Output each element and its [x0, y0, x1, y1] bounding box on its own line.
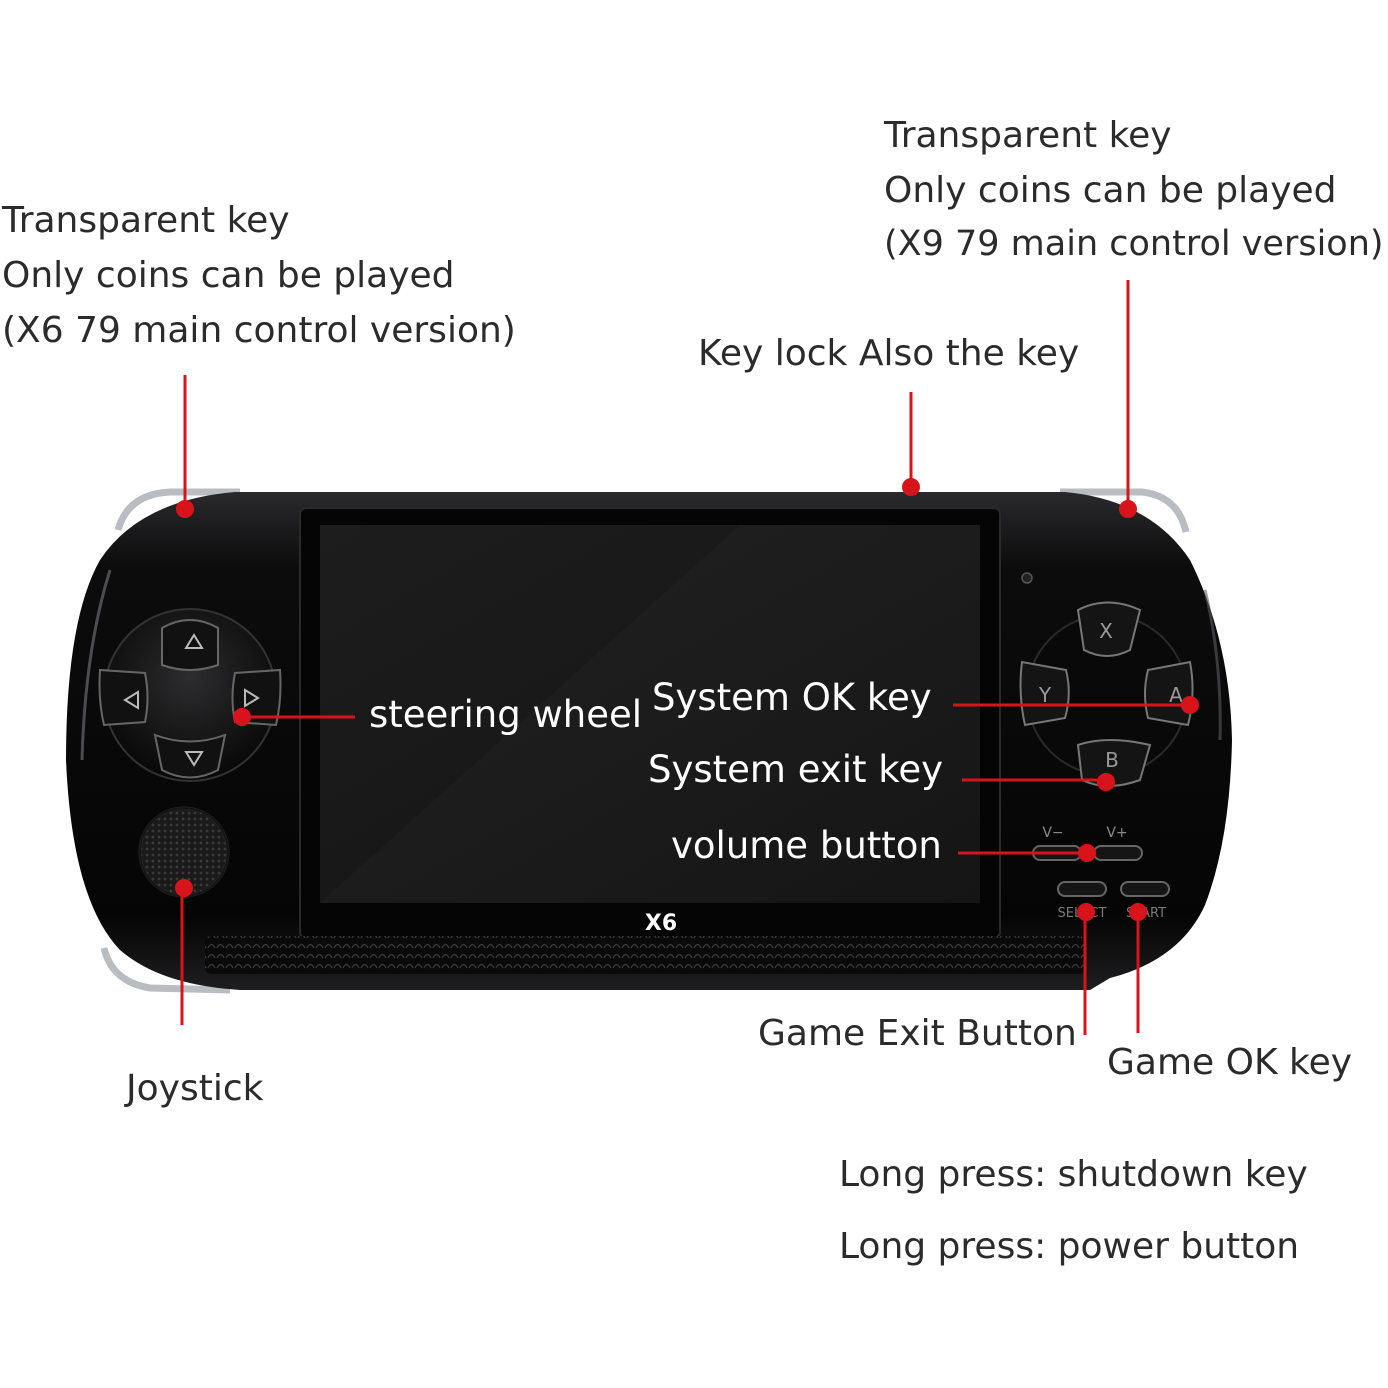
system-exit-label: System exit key [648, 748, 944, 791]
game-ok-label: Game OK key [1107, 1042, 1353, 1083]
volume-label: volume button [671, 824, 942, 867]
face-buttons: X Y A B [1019, 601, 1194, 787]
right-top-line-3: (X9 79 main control version) [884, 224, 1384, 264]
volume-up-key[interactable] [1093, 845, 1143, 861]
system-ok-label: System OK key [652, 676, 932, 719]
long-press-power-label: Long press: power button [839, 1226, 1300, 1267]
key-lock-label: Key lock Also the key [698, 333, 1080, 374]
steering-wheel-label: steering wheel [369, 693, 643, 736]
right-top-line-1: Transparent key [884, 115, 1172, 156]
svg-text:B: B [1105, 748, 1119, 772]
volume-up-label: V+ [1106, 825, 1127, 841]
left-top-line-2: Only coins can be played [2, 255, 455, 296]
svg-text:A: A [1169, 683, 1183, 707]
svg-text:Y: Y [1038, 683, 1052, 707]
small-keys: V− V+ SELECT START [1032, 825, 1170, 921]
start-key[interactable] [1120, 881, 1170, 897]
screen [320, 525, 980, 903]
game-exit-label: Game Exit Button [758, 1013, 1077, 1054]
speaker-grille [205, 936, 1085, 974]
left-top-line-1: Transparent key [2, 200, 290, 241]
model-label: X6 [645, 911, 677, 936]
d-pad[interactable] [98, 608, 282, 782]
long-press-shutdown-label: Long press: shutdown key [839, 1154, 1308, 1195]
svg-text:X: X [1099, 619, 1113, 643]
bumper-rails [100, 488, 1190, 994]
right-top-line-2: Only coins can be played [884, 170, 1337, 211]
leader-lines [175, 280, 1199, 1035]
camera-dot [1021, 572, 1033, 584]
button-x[interactable]: X [1076, 601, 1142, 657]
left-top-line-3: (X6 79 main control version) [2, 310, 516, 351]
volume-down-label: V− [1042, 825, 1063, 841]
button-a[interactable]: A [1144, 660, 1194, 727]
joystick-label: Joystick [126, 1068, 264, 1109]
button-b[interactable]: B [1076, 739, 1152, 787]
button-y[interactable]: Y [1019, 660, 1070, 727]
select-key[interactable] [1057, 881, 1107, 897]
